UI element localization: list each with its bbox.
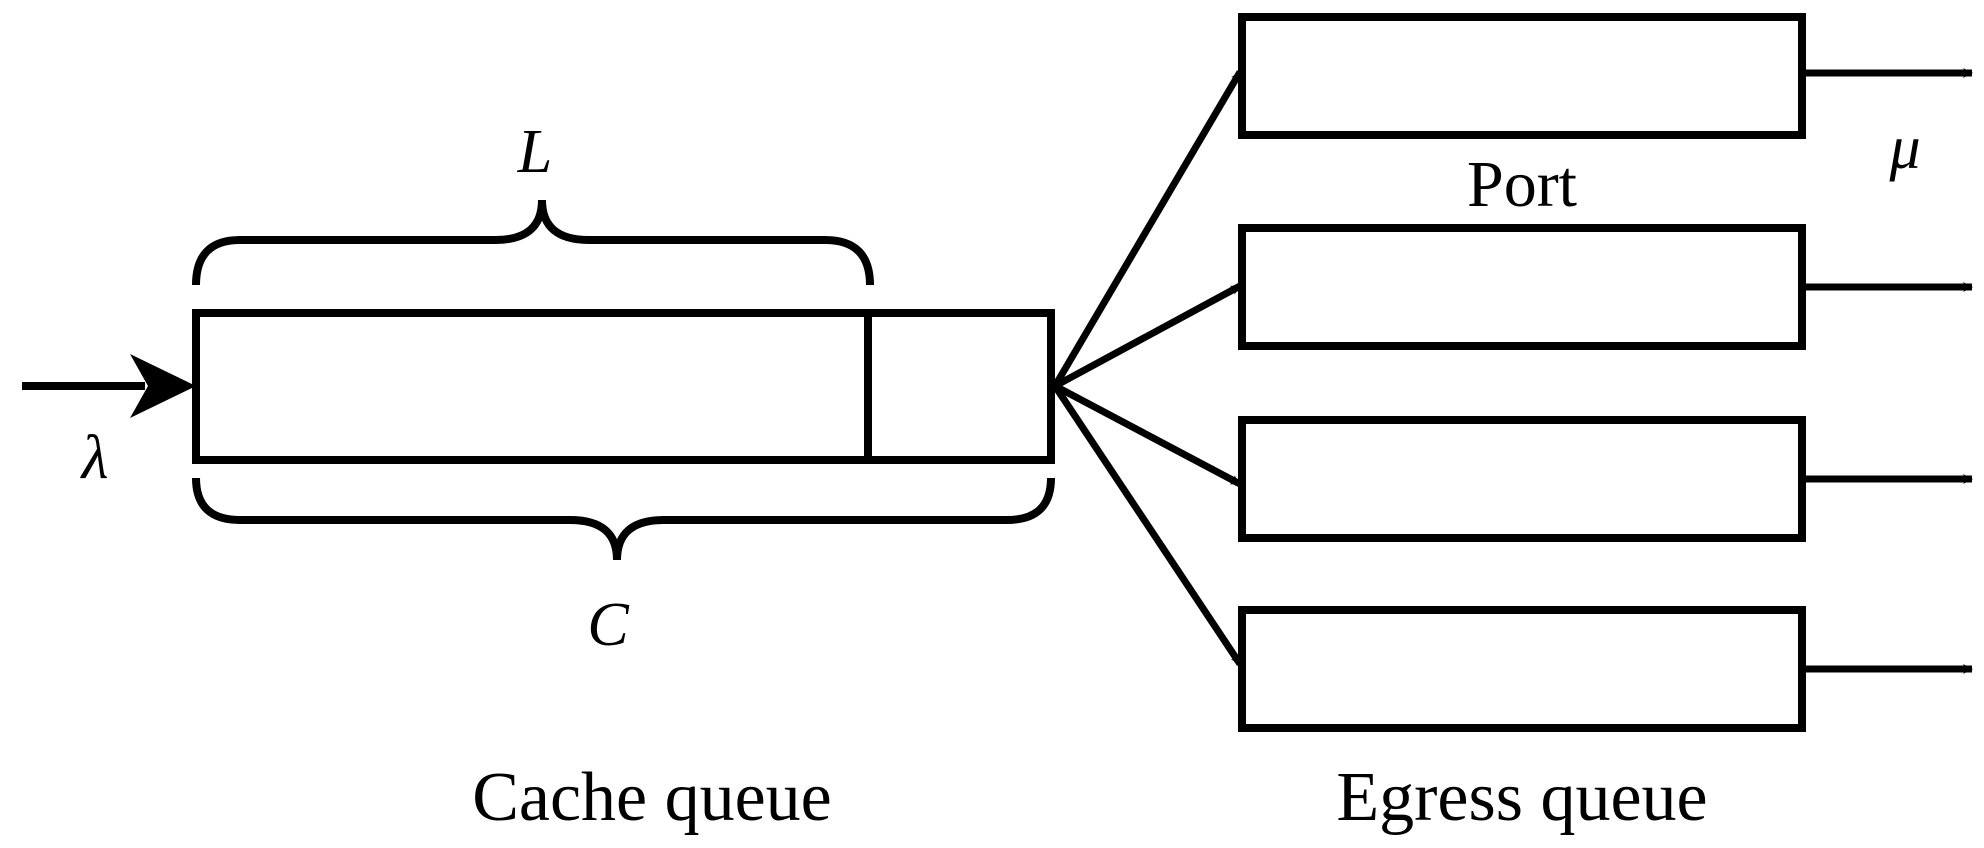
port-label: Port (1467, 148, 1577, 221)
input-arrow (22, 354, 196, 418)
cache-queue-box (192, 309, 1055, 464)
service-rate-label: μ (1888, 114, 1920, 182)
capacity-brace (192, 477, 1055, 561)
fanout-arrow-2 (1053, 282, 1242, 390)
egress-queue-2 (1238, 224, 1973, 350)
capacity-label: C (587, 591, 629, 659)
egress-queue-3 (1238, 416, 1973, 542)
fanout-arrow-1 (1051, 70, 1244, 388)
egress-queue-1 (1238, 13, 1973, 139)
egress-queue-4 (1238, 606, 1973, 732)
cache-queue-label: Cache queue (472, 759, 832, 836)
fanout-arrow-3 (1053, 382, 1242, 488)
length-brace (192, 199, 874, 286)
length-label: L (517, 118, 552, 186)
egress-queue-label: Egress queue (1336, 759, 1707, 836)
fanout-arrow-4 (1052, 384, 1243, 666)
fanout-arrows (1051, 70, 1244, 666)
arrival-rate-label: λ (80, 424, 109, 492)
egress-queues (1238, 13, 1973, 732)
